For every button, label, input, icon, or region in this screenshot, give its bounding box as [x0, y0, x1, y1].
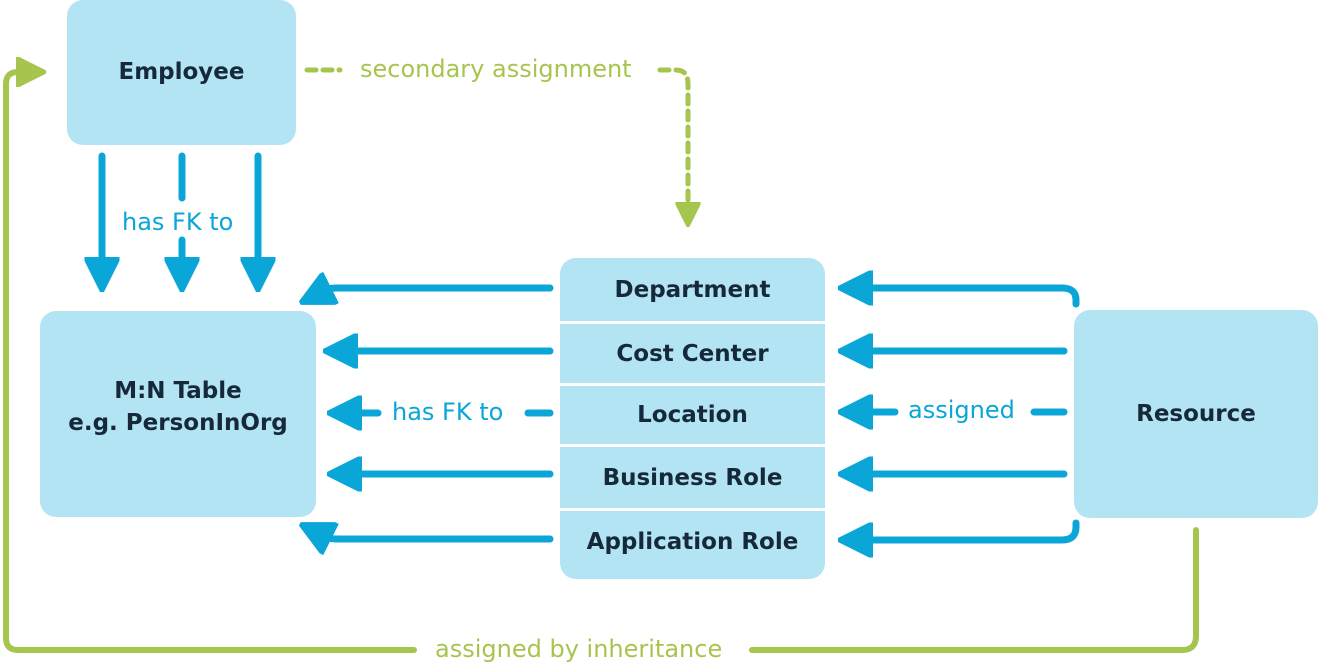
- dash-right: [657, 67, 688, 222]
- inheritance-right: [749, 527, 1199, 653]
- org-label: Cost Center: [616, 340, 769, 367]
- mn-table-node[interactable]: M:N Table e.g. PersonInOrg: [40, 311, 316, 517]
- edge-label-inheritance: assigned by inheritance: [435, 635, 723, 663]
- employee-node[interactable]: Employee: [67, 0, 296, 145]
- edge-inheritance: [3, 72, 1199, 653]
- org-label: Location: [637, 402, 748, 428]
- arrow-left-approle: [306, 527, 554, 539]
- org-node-application-role[interactable]: Application Role: [560, 511, 825, 579]
- edge-label-employee-fk: has FK to: [122, 208, 234, 236]
- org-node-location[interactable]: Location: [560, 386, 825, 444]
- mn-table-sublabel: e.g. PersonInOrg: [68, 410, 288, 437]
- org-label: Business Role: [602, 464, 783, 491]
- org-stack: Department Cost Center Location Business…: [560, 258, 825, 579]
- org-node-department[interactable]: Department: [560, 258, 825, 321]
- org-label: Department: [614, 276, 771, 303]
- edge-org-to-mn: [306, 288, 554, 539]
- org-node-cost-center[interactable]: Cost Center: [560, 324, 825, 383]
- edge-label-org-fk: has FK to: [392, 398, 504, 426]
- edge-resource-to-org: [845, 288, 1080, 540]
- arrow-left-department: [306, 288, 554, 300]
- resource-label: Resource: [1136, 400, 1256, 427]
- edge-secondary-assignment: [304, 67, 688, 222]
- resource-node[interactable]: Resource: [1074, 310, 1318, 518]
- employee-label: Employee: [118, 59, 245, 85]
- edge-label-secondary: secondary assignment: [360, 55, 632, 83]
- arrow-res-approle: [845, 519, 1080, 540]
- mn-table-label: M:N Table: [114, 378, 242, 404]
- org-node-business-role[interactable]: Business Role: [560, 447, 825, 508]
- inheritance-left: [3, 72, 417, 653]
- edge-employee-to-mn: [102, 152, 258, 285]
- org-label: Application Role: [586, 529, 799, 555]
- arrow-res-department: [845, 288, 1080, 308]
- edge-label-assigned: assigned: [908, 396, 1015, 424]
